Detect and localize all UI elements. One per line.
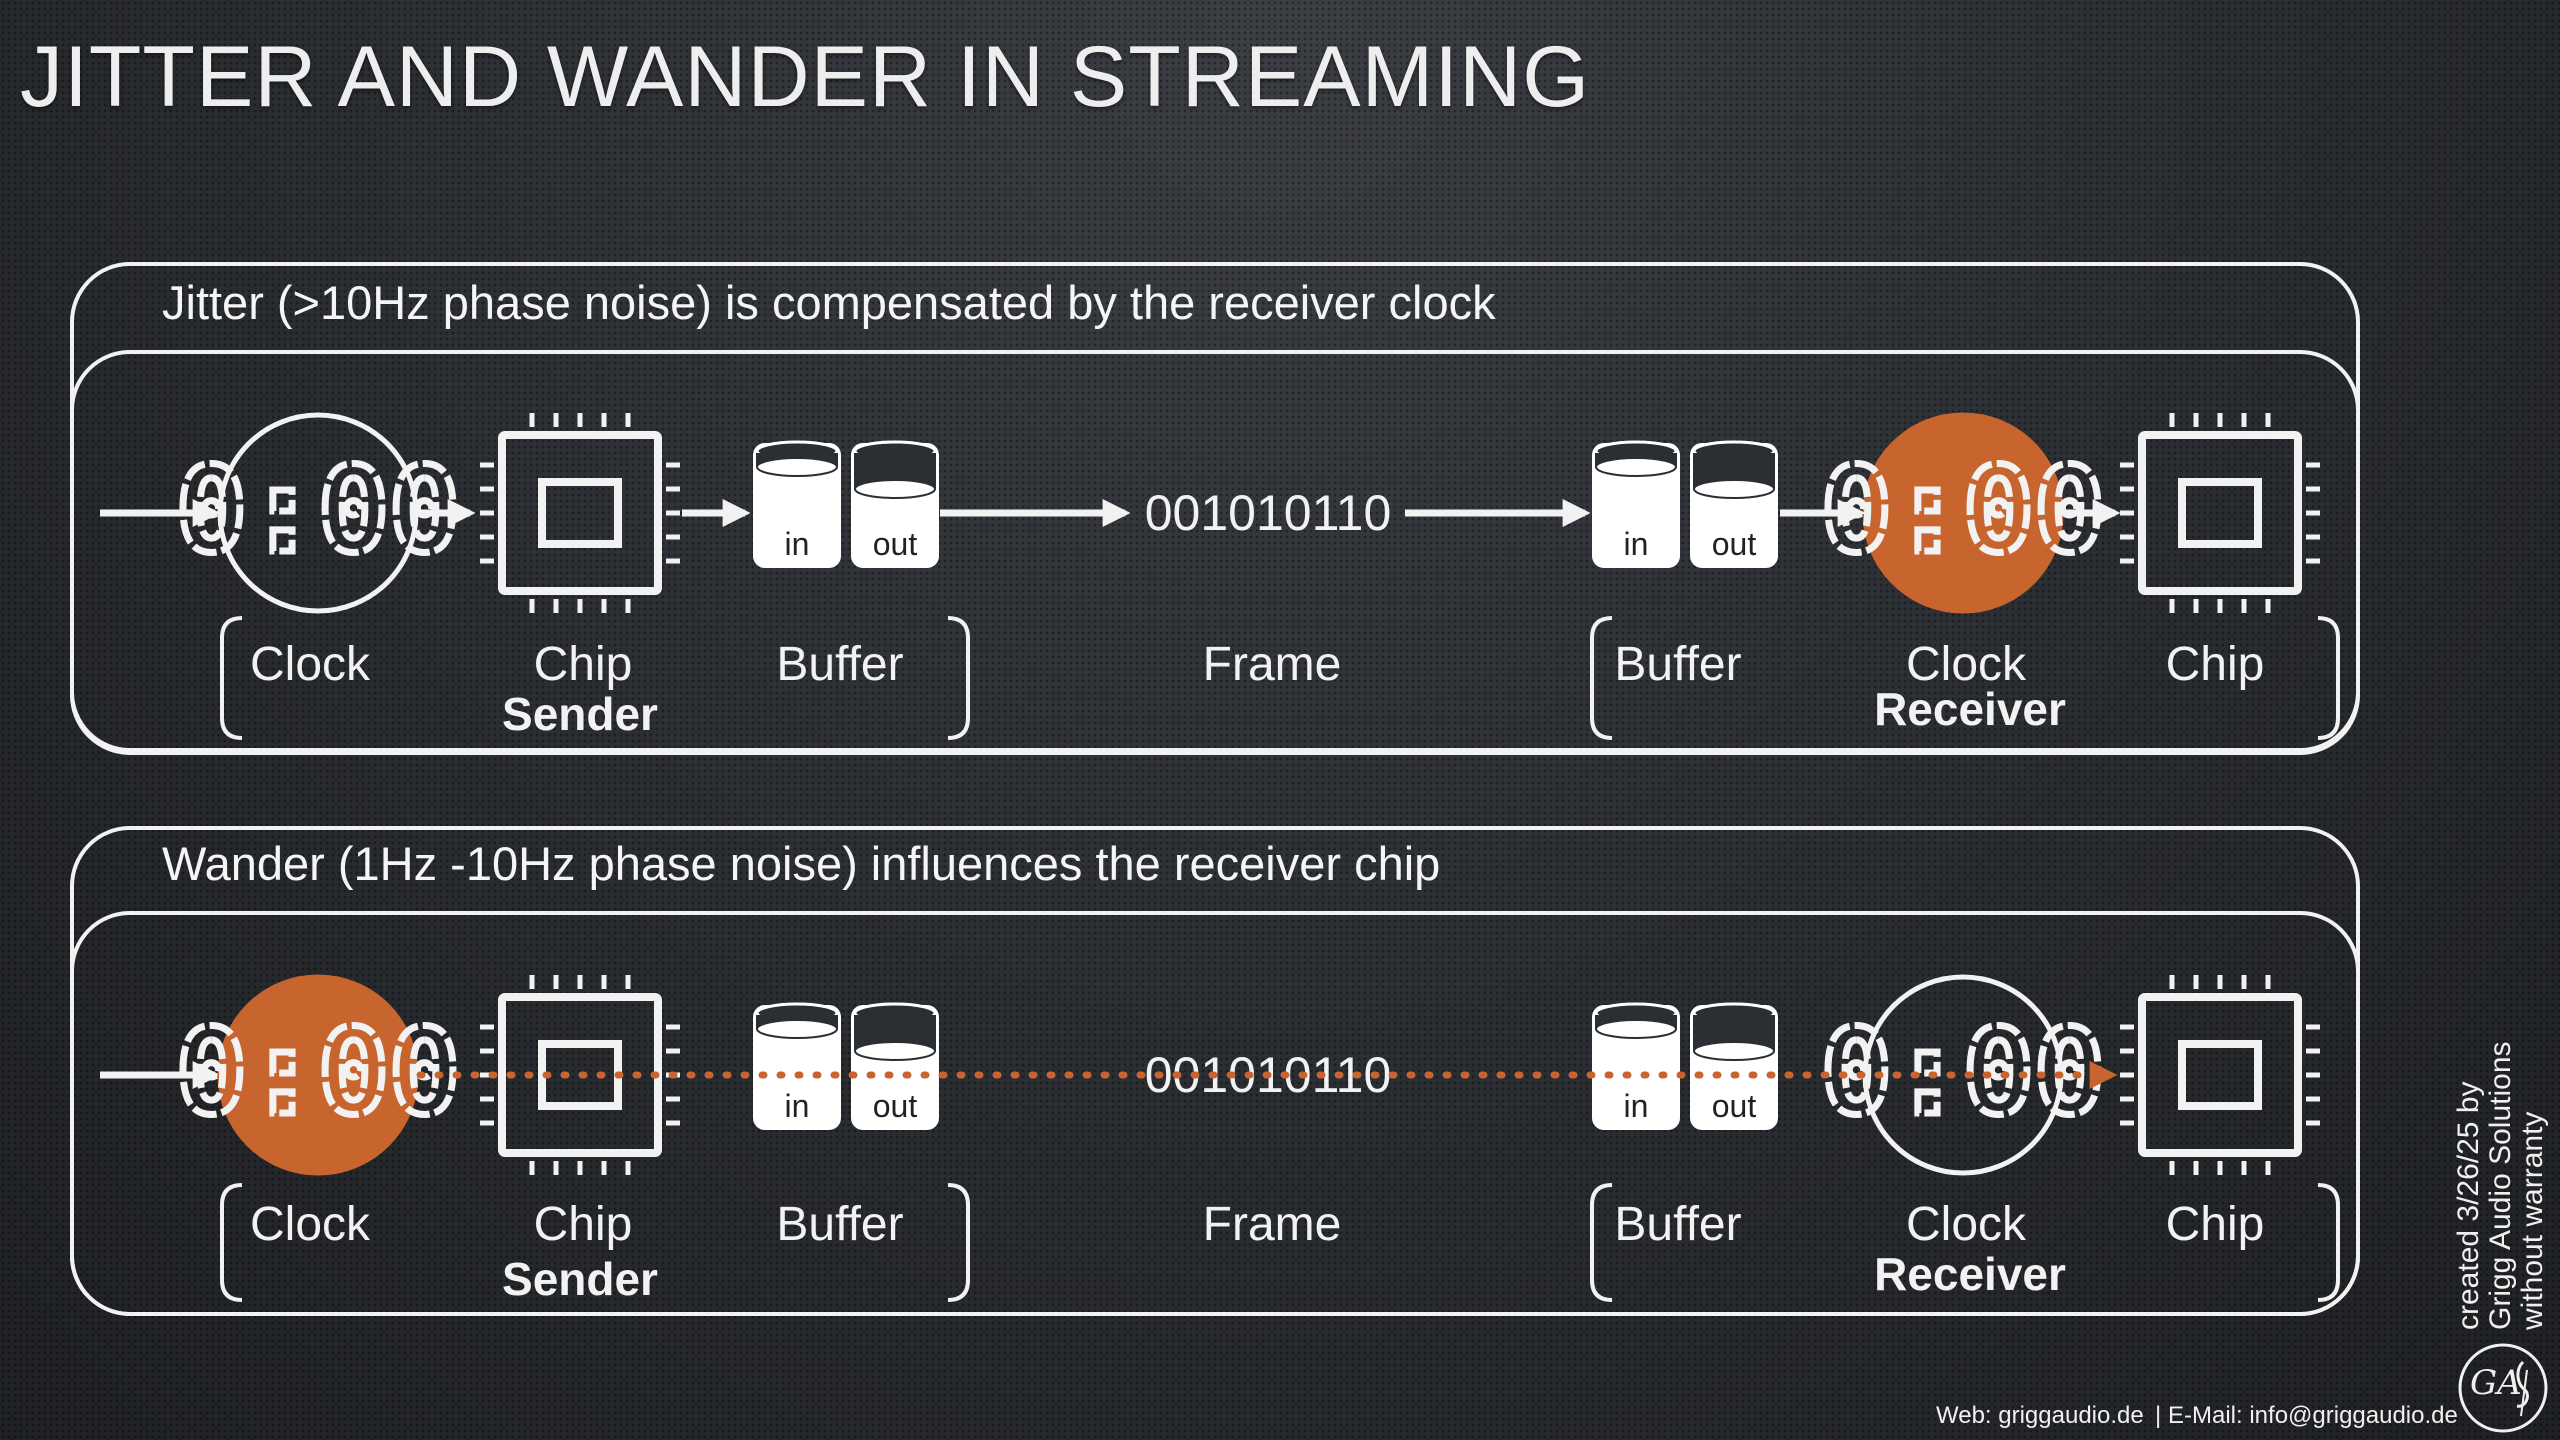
jitter-receiver-clock-icon-display: 0:00 [1821,441,2105,579]
credit-line-2: Grigg Audio Solutions [2484,1041,2517,1330]
jitter-sender-buffer-icon-out: out [851,440,939,568]
wander-receiver-buffer-icon-out: out [1690,1002,1778,1130]
logo-letters: GA [2470,1363,2522,1403]
jitter-heading: Jitter (>10Hz phase noise) is compensate… [162,276,1496,329]
wander-sender-clock-icon-display: 0:00 [176,1003,460,1141]
wander-frame-label: Frame [1203,1198,1342,1251]
wander-receiver-buffer-icon-in: in [1592,1002,1680,1130]
wander-sender-group-label: Sender [502,1253,658,1305]
wander-receiver-chip-label: Chip [2166,1198,2265,1251]
wander-sender-clock-icon: 0:00 [172,974,464,1176]
wander-sender-buffer-icon-in-label: in [785,1088,810,1124]
jitter-receiver-buffer-icon-out-label: out [1712,526,1757,562]
footer-separator: | [2155,1402,2162,1429]
wander-sender-buffer-icon-out-label: out [873,1088,918,1124]
jitter-frame-bits: 001010110 [1145,485,1392,541]
jitter-receiver-buffer-icon-in: in [1592,440,1680,568]
jitter-frame-label: Frame [1203,638,1342,691]
page-title: JITTER AND WANDER IN STREAMING [20,29,1591,125]
wander-sender-chip-label: Chip [534,1198,633,1251]
jitter-receiver-buffer-label: Buffer [1614,638,1741,691]
wander-receiver-chip-icon [2120,975,2320,1175]
wander-receiver-clock-label: Clock [1906,1198,2027,1251]
wander-receiver-buffer-icon-in-label: in [1624,1088,1649,1124]
wander-heading: Wander (1Hz -10Hz phase noise) influence… [162,837,1441,890]
wander-sender-buffer-icon-in: in [753,1002,841,1130]
jitter-sender-buffer-icon-out-label: out [873,526,918,562]
jitter-receiver-chip-label: Chip [2166,638,2265,691]
wander-receiver-buffer-icon-out-label: out [1712,1088,1757,1124]
jitter-sender-buffer-icon-in: in [753,440,841,568]
wander-sender-clock-label: Clock [250,1198,371,1251]
jitter-sender-group-label: Sender [502,688,658,740]
jitter-sender-buffer-label: Buffer [776,638,903,691]
jitter-sender-chip-label: Chip [534,638,633,691]
wander-sender-buffer-label: Buffer [776,1198,903,1251]
jitter-receiver-buffer-icon-in-label: in [1624,526,1649,562]
jitter-panel-inner [70,350,2360,755]
jitter-sender-clock-icon: 0:00 [172,412,464,614]
jitter-receiver-bracket [1590,616,2340,740]
jitter-sender-clock-label: Clock [250,638,371,691]
jitter-receiver-clock-icon: 0:00 [1817,412,2109,614]
footer-email[interactable]: E-Mail: info@griggaudio.de [2168,1402,2458,1429]
wander-sender-buffer-icon-out: out [851,1002,939,1130]
grigg-audio-logo-icon [2458,1343,2548,1433]
footer-web[interactable]: Web: griggaudio.de [1936,1402,2144,1429]
credit-line-3: without warranty [2516,1111,2549,1330]
jitter-sender-chip-icon [480,413,680,613]
jitter-receiver-chip-icon [2120,413,2320,613]
wander-sender-bracket [220,1183,970,1302]
jitter-sender-clock-icon-display: 0:00 [176,441,460,579]
jitter-receiver-clock-label: Clock [1906,638,2027,691]
jitter-sender-buffer-icon-in-label: in [785,526,810,562]
wander-receiver-group-label: Receiver [1874,1248,2066,1300]
credit-line-1: created 3/26/25 by [2452,1081,2485,1330]
jitter-sender-bracket [220,616,970,740]
jitter-receiver-group-label: Receiver [1874,683,2066,735]
wander-receiver-bracket [1590,1183,2340,1302]
wander-receiver-buffer-label: Buffer [1614,1198,1741,1251]
jitter-receiver-buffer-icon-out: out [1690,440,1778,568]
wander-panel-inner [70,911,2360,1316]
